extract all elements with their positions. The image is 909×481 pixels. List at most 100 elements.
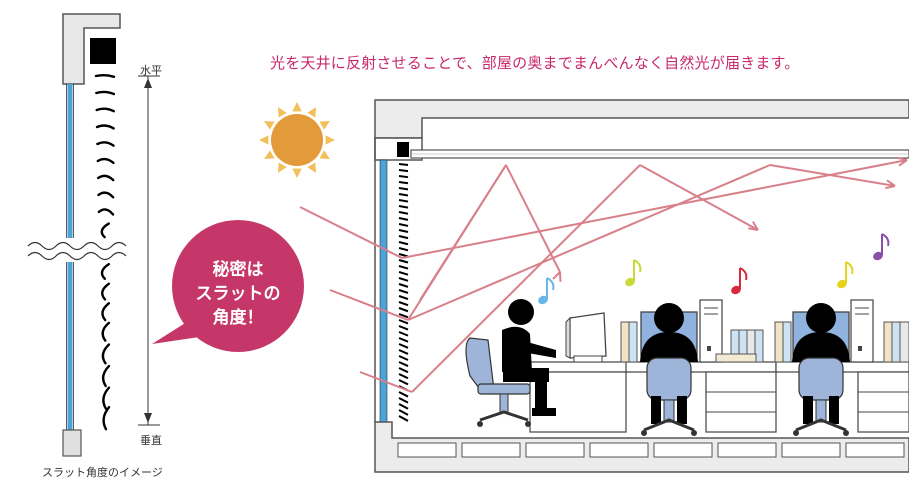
room-slat bbox=[398, 193, 409, 197]
music-note-icon bbox=[625, 259, 642, 287]
room-slat bbox=[398, 337, 409, 343]
floor-panel bbox=[461, 442, 521, 458]
chair-icon bbox=[465, 337, 531, 427]
room-slat bbox=[398, 301, 409, 307]
music-note-icon bbox=[873, 233, 890, 261]
room-slat bbox=[398, 199, 409, 203]
room-slat bbox=[398, 331, 409, 337]
room-slat bbox=[398, 265, 409, 270]
room-slat bbox=[398, 253, 409, 258]
bubble-line-3: 角度！ bbox=[212, 308, 264, 328]
light-ray bbox=[419, 164, 507, 301]
room-slat bbox=[398, 391, 409, 398]
blind-slat bbox=[96, 141, 115, 147]
light-ray bbox=[401, 159, 908, 259]
room-slat bbox=[398, 241, 409, 246]
room-slat bbox=[398, 247, 409, 252]
blind-slat bbox=[101, 282, 111, 301]
floor-panel bbox=[525, 442, 585, 458]
room-slat bbox=[398, 283, 409, 288]
ray-arrowhead bbox=[748, 221, 759, 231]
room-slat-group bbox=[398, 163, 409, 422]
speech-bubble bbox=[152, 220, 304, 352]
light-ray bbox=[639, 164, 759, 231]
room-slat bbox=[398, 319, 409, 325]
bookshelf-icon bbox=[620, 299, 909, 363]
room-slat bbox=[398, 403, 409, 410]
blind-slat bbox=[101, 321, 111, 342]
room-section bbox=[374, 99, 909, 473]
blind-slat bbox=[101, 302, 111, 322]
sun-icon bbox=[259, 102, 335, 178]
blind-slat bbox=[100, 222, 111, 239]
slat-group bbox=[94, 73, 116, 431]
music-note-icon bbox=[731, 267, 748, 295]
blind-slat bbox=[102, 406, 111, 431]
room-slat bbox=[398, 415, 409, 422]
person-icon bbox=[502, 299, 556, 416]
music-note-icon bbox=[837, 261, 854, 289]
break-mark-lower bbox=[27, 251, 127, 261]
room-slat bbox=[398, 295, 409, 301]
horizontal-label: 水平 bbox=[140, 64, 162, 77]
light-ray bbox=[411, 164, 641, 393]
room-slat bbox=[398, 217, 409, 221]
room-slat bbox=[398, 313, 409, 319]
head-rail-box bbox=[90, 38, 116, 64]
slat-image-caption: スラット角度のイメージ bbox=[42, 466, 163, 479]
light-ray bbox=[329, 289, 409, 321]
bubble-line-1: 秘密は bbox=[212, 260, 264, 280]
room-slat bbox=[398, 289, 409, 294]
blind-slat bbox=[95, 107, 115, 113]
vertical-label: 垂直 bbox=[140, 434, 162, 447]
floor-panel bbox=[653, 442, 713, 458]
light-rays bbox=[299, 156, 908, 393]
monitor-icon bbox=[565, 312, 607, 363]
floor-panel bbox=[589, 442, 649, 458]
room-slat bbox=[398, 163, 409, 166]
slat-angle-image bbox=[26, 13, 160, 457]
light-ray bbox=[407, 164, 771, 321]
room-slat bbox=[398, 229, 409, 234]
ray-arrowhead bbox=[552, 271, 562, 282]
blind-slat bbox=[96, 157, 115, 165]
room-slat bbox=[398, 271, 409, 276]
blind-slat bbox=[95, 124, 115, 130]
room-slat bbox=[398, 349, 409, 355]
ray-arrowhead bbox=[897, 156, 908, 167]
ceiling-slab bbox=[374, 99, 909, 139]
room-slat bbox=[398, 409, 409, 416]
room-slat bbox=[398, 181, 409, 185]
music-notes bbox=[538, 233, 890, 305]
music-note-icon bbox=[538, 277, 555, 305]
floor-panel bbox=[397, 442, 457, 458]
floor-panels bbox=[397, 442, 905, 458]
blind-slat bbox=[97, 191, 115, 199]
blind-slat bbox=[96, 174, 115, 182]
light-ray bbox=[359, 371, 413, 393]
blind-slat bbox=[100, 262, 111, 280]
room-slat bbox=[398, 235, 409, 240]
room-slat bbox=[398, 373, 409, 380]
blind-head-box bbox=[397, 142, 409, 157]
bubble-line-2: スラットの bbox=[195, 284, 281, 304]
room-slat bbox=[398, 361, 409, 368]
blind-slat bbox=[94, 73, 116, 78]
head-rail-bracket bbox=[62, 13, 121, 85]
room-slat bbox=[398, 187, 409, 191]
speech-bubble-text: 秘密は スラットの 角度！ bbox=[176, 258, 300, 330]
room-slat bbox=[398, 367, 409, 374]
break-mark-upper bbox=[27, 241, 127, 251]
floor-panel bbox=[845, 442, 905, 458]
room-slat bbox=[398, 211, 409, 215]
person-back-3 bbox=[792, 303, 850, 436]
blind-slat bbox=[97, 208, 115, 216]
room-slat bbox=[398, 169, 409, 173]
person-back-2 bbox=[640, 303, 698, 436]
blind-slat bbox=[101, 364, 111, 388]
light-ray bbox=[299, 206, 403, 259]
window-sill-block bbox=[62, 429, 82, 457]
floor-panel bbox=[717, 442, 777, 458]
blind-slat bbox=[95, 90, 116, 96]
